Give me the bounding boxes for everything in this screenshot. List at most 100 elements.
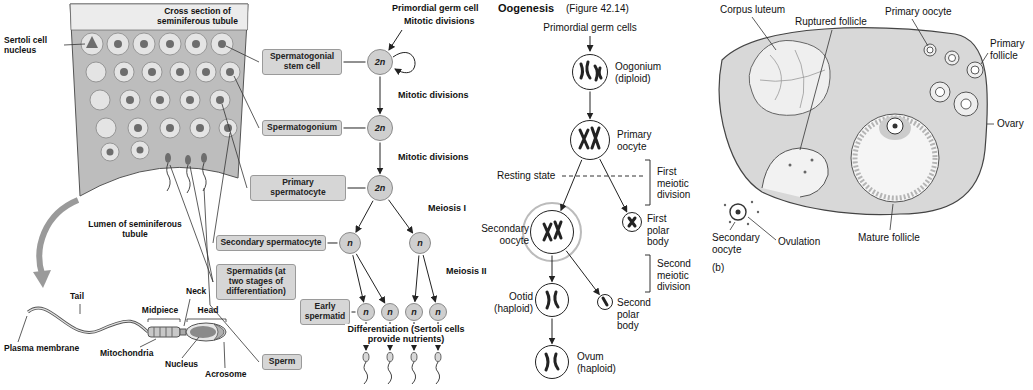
cell-stage-label: Oogonium (diploid) [615, 61, 670, 84]
stage-name: Spermatids (at two stages of differentia… [226, 266, 286, 296]
tubule-cell [159, 33, 181, 55]
leader-line [184, 299, 190, 326]
tubule-cell [210, 90, 230, 110]
debris-dot [811, 159, 814, 162]
growing-follicle [930, 82, 950, 102]
bracket [645, 255, 650, 292]
cell-nucleus [192, 40, 200, 48]
oocyte-nucleus [893, 124, 898, 129]
chromosome [587, 62, 590, 78]
debris-dot [724, 204, 726, 206]
cell-circle: Second polar body [597, 294, 613, 310]
figure-label: Ovary [997, 118, 1024, 130]
figure-label: Differentiation (Sertoli cells provide n… [345, 324, 467, 345]
link-line [344, 127, 366, 128]
cell-nucleus [114, 40, 122, 48]
cell-nucleus [218, 40, 226, 48]
cell-nucleus [134, 124, 142, 132]
flow-arrow [552, 319, 553, 344]
chromosome [599, 68, 601, 78]
flow-arrow [590, 92, 591, 119]
leader-line [182, 337, 199, 358]
leader-line [18, 316, 27, 342]
cell-nucleus [126, 96, 134, 104]
sperm-tail-core [28, 308, 148, 332]
stage-label-box: Sperm [262, 354, 302, 370]
leader-line [752, 17, 776, 50]
chromosome [581, 64, 583, 78]
cell-circle: Ootid (haploid) [535, 283, 569, 317]
primary-follicle [945, 51, 959, 65]
ovary-outline [719, 28, 987, 215]
cell-nucleus [196, 124, 204, 132]
cumulus [879, 116, 911, 140]
leader-line [190, 166, 213, 282]
flow-arrow [389, 30, 402, 50]
ploidy-circle: n [339, 232, 361, 254]
leader-line [213, 133, 230, 243]
cell-nucleus [216, 96, 224, 104]
ploidy-circle: 2n [367, 175, 393, 201]
acrosome [214, 324, 224, 340]
cell-stage-label: First polar body [647, 213, 689, 248]
ploidy-label: 2n [375, 57, 386, 67]
figure-label: Meiosis II [446, 266, 487, 276]
figure-label: Ovulation [778, 236, 820, 248]
cell-stage-label: Ootid (haploid) [477, 291, 533, 314]
cell-nucleus [176, 68, 184, 76]
leader-line [890, 204, 893, 230]
mitochondrion [160, 327, 161, 337]
magnify-arrow [39, 200, 78, 274]
ruptured-follicle [762, 148, 828, 197]
sperm-icon [387, 353, 393, 362]
ploidy-circle: n [405, 303, 423, 321]
figure-label: Acrosome [205, 370, 247, 380]
ploidy-label: n [387, 307, 393, 317]
ploidy-circle: n [429, 303, 447, 321]
primary-follicle [924, 44, 936, 56]
cell-nucleus [202, 68, 210, 76]
tubule-cell [131, 141, 149, 159]
figure-label: Primordial germ cell [392, 3, 479, 13]
link-line [348, 188, 366, 189]
cell-nucleus [226, 68, 234, 76]
debris-dot [747, 223, 749, 225]
tubule-cell [160, 118, 180, 138]
stage-name: Early spermatid [305, 301, 346, 321]
cell-circle: First polar body [622, 212, 642, 232]
tubule-cell [120, 90, 140, 110]
leader-line [64, 44, 85, 45]
cell-circle: Ovum (haploid) [535, 345, 569, 379]
tubule-cell [133, 33, 155, 55]
debris-dot [804, 171, 807, 174]
tubule-cell [114, 62, 134, 82]
flow-arrow [353, 255, 364, 302]
luteum-fold [760, 70, 825, 81]
figure-label: Resting state [497, 170, 555, 182]
leader-line [730, 222, 735, 230]
tubule-cell [90, 90, 110, 110]
ploidy-label: n [435, 307, 441, 317]
leader-line [226, 46, 259, 62]
cell-stage-label: Secondary oocyte [477, 223, 529, 246]
cell-circle: Primary oocyte [570, 120, 610, 160]
figure-label: Plasma membrane [4, 344, 79, 354]
flow-arrow [356, 254, 384, 303]
figure-label: Primary oocyte [885, 6, 952, 18]
cell-stage-label: Primary oocyte [617, 129, 667, 152]
ploidy-label: n [411, 307, 417, 317]
chromosome [592, 128, 599, 148]
stage-label-box: Spermatogonium [262, 120, 342, 136]
tubule-cell [96, 118, 116, 138]
tubule-cell [190, 118, 210, 138]
follicle-oocyte [936, 88, 945, 97]
tubule-cell [150, 90, 170, 110]
figure-label: First meiotic division [657, 166, 703, 201]
leader-line [222, 104, 247, 188]
secondary-oocyte [730, 204, 746, 220]
sperm-icon-tail [436, 362, 440, 384]
figure-label: Corpus luteum [720, 4, 785, 16]
figure-label: Mitotic divisions [398, 152, 469, 162]
stage-label-box: Spermatogonial stem cell [262, 49, 342, 75]
